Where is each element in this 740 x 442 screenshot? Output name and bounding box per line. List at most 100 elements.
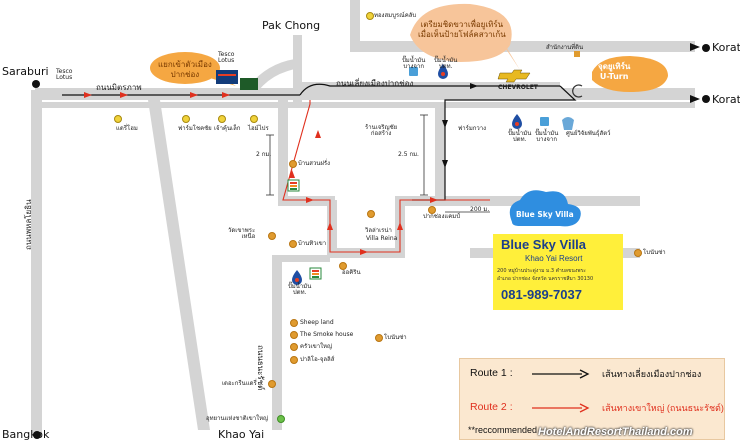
korat-top-arrow-icon bbox=[690, 43, 700, 51]
villa-reina-en-label: Villa Reina bbox=[366, 235, 398, 242]
watermark-text: HotelAndResortThailand.com bbox=[538, 426, 693, 438]
road-research bbox=[435, 105, 445, 200]
pump-1-label: ปั๊มน้ำมัน บางจาก bbox=[402, 57, 426, 70]
uturn-arrow-icon bbox=[572, 84, 583, 98]
korat-mid-city-marker bbox=[702, 95, 710, 103]
blue-sky-cloud-label: Blue Sky Villa bbox=[516, 210, 574, 219]
distance-25km-label: 2.5 กม. bbox=[398, 151, 419, 158]
arrow-7 bbox=[306, 197, 314, 203]
krua-khao-yai-label: ครัวเขาใหญ่ bbox=[300, 343, 333, 350]
bonanza-2-marker bbox=[375, 334, 383, 342]
route2-arrow-icon bbox=[532, 403, 590, 413]
chevrolet-label: CHEVROLET bbox=[498, 84, 538, 91]
ban-thiu-marker bbox=[289, 240, 297, 248]
palio-marker bbox=[290, 356, 298, 364]
route-arrows bbox=[84, 92, 438, 255]
research-center-label: ศูนย์วิจัยพันธุ์สัตว์ bbox=[566, 130, 611, 137]
arrow-10 bbox=[397, 222, 403, 230]
farm-chokchai-marker bbox=[182, 115, 190, 123]
arrow-11 bbox=[430, 197, 438, 203]
pump-icon-ptt-3 bbox=[292, 270, 302, 285]
chao-lek-label: เจ้าคุ้นเล็ก bbox=[214, 125, 241, 132]
road-mittraphap-label: ถนนมิตรภาพ bbox=[96, 83, 142, 92]
bubble-left-shape bbox=[150, 52, 220, 84]
road-thanarat-segment-1 bbox=[278, 100, 288, 200]
bubble-right-shape bbox=[410, 3, 512, 63]
pump-2-label: ปั๊มน้ำมัน ปตท. bbox=[434, 57, 458, 70]
bubble-left-text: แยกเข้าตัวเมือง ปากช่อง bbox=[158, 60, 212, 79]
road-phahonyothin-label: ถนนพหลโยธิน bbox=[24, 199, 33, 250]
ban-thiu-label: บ้านทิวเขา bbox=[298, 240, 327, 247]
khao-yai-label: Khao Yai bbox=[218, 428, 265, 441]
road-phahonyothin bbox=[31, 90, 42, 435]
smoke-house-marker bbox=[290, 331, 298, 339]
road-diagonal bbox=[148, 100, 210, 430]
pump-icon-bangchak-2 bbox=[540, 117, 549, 126]
seven-eleven-icon-2 bbox=[309, 267, 322, 280]
pump-icon-ptt-2 bbox=[512, 114, 522, 129]
thong-sombun-marker bbox=[366, 12, 374, 20]
uturn-label: จุดยูเทิร์น U-Turn bbox=[598, 62, 631, 81]
route-1-arrows bbox=[442, 83, 478, 168]
arrow-8 bbox=[327, 222, 333, 230]
land-office-label: สำนักงานที่ดิน bbox=[546, 44, 584, 51]
road-bypass bbox=[300, 82, 560, 92]
bubble-right-text: เตรียมชิดขวาเพื่อยูเทิร์น เมื่อเห็นป้ายโ… bbox=[418, 20, 506, 39]
villa-reina-th-label: วิลล่าเรน่า bbox=[365, 227, 392, 234]
road-mittraphap-2 bbox=[35, 102, 695, 108]
land-office-icon bbox=[574, 51, 580, 57]
pump-icon-bangchak-1 bbox=[409, 67, 418, 76]
road-thanarat-label: ถนนธนะรัชต์ bbox=[256, 345, 265, 391]
arrow-3 bbox=[190, 92, 198, 98]
route1-desc: เส้นทางเลี่ยงเมืองปากช่อง bbox=[602, 369, 702, 379]
route1-label: Route 1 : bbox=[470, 367, 513, 379]
tesco-left-label: Tesco Lotus bbox=[56, 68, 73, 81]
dairy-home-marker bbox=[114, 115, 122, 123]
resort-title: Blue Sky Villa bbox=[501, 237, 587, 252]
villa-reina-marker bbox=[367, 210, 375, 218]
arrow-2 bbox=[120, 92, 128, 98]
palio-label: ปาลิโอ-จุลลิส์ bbox=[300, 356, 335, 363]
wat-tham-label: วัดเขาพระ เหนือ bbox=[228, 227, 256, 240]
uturn-bubble-shape bbox=[592, 56, 668, 92]
korat-mid-arrow-icon bbox=[690, 95, 700, 103]
arrow-4 bbox=[222, 92, 230, 98]
bonanza-label: โบนันซ่า bbox=[643, 249, 666, 256]
saraburi-label: Saraburi bbox=[2, 65, 49, 78]
shop-krati-label: ร้านเจริญชัย ก่อสร้าง bbox=[365, 124, 398, 137]
road-thanarat-south bbox=[272, 255, 282, 430]
saraburi-city-marker bbox=[32, 80, 40, 88]
resort-address-1: 200 หมู่บ้านประดู่งาม ม.3 ตำบลขนงพระ bbox=[497, 268, 586, 274]
pump-4-label: ปั๊มน้ำมัน บางจาก bbox=[535, 130, 559, 143]
national-park-marker bbox=[277, 415, 285, 423]
dairy-home-label: แดรี่โฮม bbox=[116, 125, 138, 132]
wat-tham-marker bbox=[268, 232, 276, 240]
bangkok-label: Bangkok bbox=[2, 428, 50, 441]
resort-phone: 081-989-7037 bbox=[501, 287, 582, 302]
arrow-5 bbox=[315, 130, 321, 138]
route1-arrow-icon bbox=[532, 369, 590, 379]
research-center-icon bbox=[562, 117, 574, 130]
thong-sombun-label: ทองสมบูรณ์คลับ bbox=[374, 12, 417, 19]
black-arrow-3 bbox=[470, 83, 478, 89]
black-arrow-2 bbox=[442, 160, 448, 168]
national-park-label: อุทยานแห่งชาติเขาใหญ่ bbox=[206, 415, 269, 422]
bonanza-2-label: โบนันซ่า bbox=[384, 334, 407, 341]
pump-5-label: ปั๊มน้ำมัน ปตท. bbox=[288, 283, 312, 296]
resort-subtitle: Khao Yai Resort bbox=[525, 254, 583, 263]
orchid-marker bbox=[339, 262, 347, 270]
bangkok-city-marker bbox=[33, 431, 41, 439]
pump-icon-ptt-1 bbox=[438, 64, 448, 79]
smoke-house-label: The Smoke house bbox=[300, 331, 354, 338]
krua-khao-yai-marker bbox=[290, 343, 298, 351]
black-arrow-1 bbox=[442, 120, 448, 128]
hai-phan-marker bbox=[250, 115, 258, 123]
sheep-land-label: Sheep land bbox=[300, 319, 334, 326]
korat-top-city-marker bbox=[702, 44, 710, 52]
bubble-right-tail bbox=[500, 40, 520, 70]
legend-note: **reccommended bbox=[468, 425, 538, 435]
distance-markers bbox=[266, 114, 490, 213]
orchid-label: ออคิริน bbox=[342, 269, 361, 276]
road-pakchong-link bbox=[293, 35, 302, 105]
